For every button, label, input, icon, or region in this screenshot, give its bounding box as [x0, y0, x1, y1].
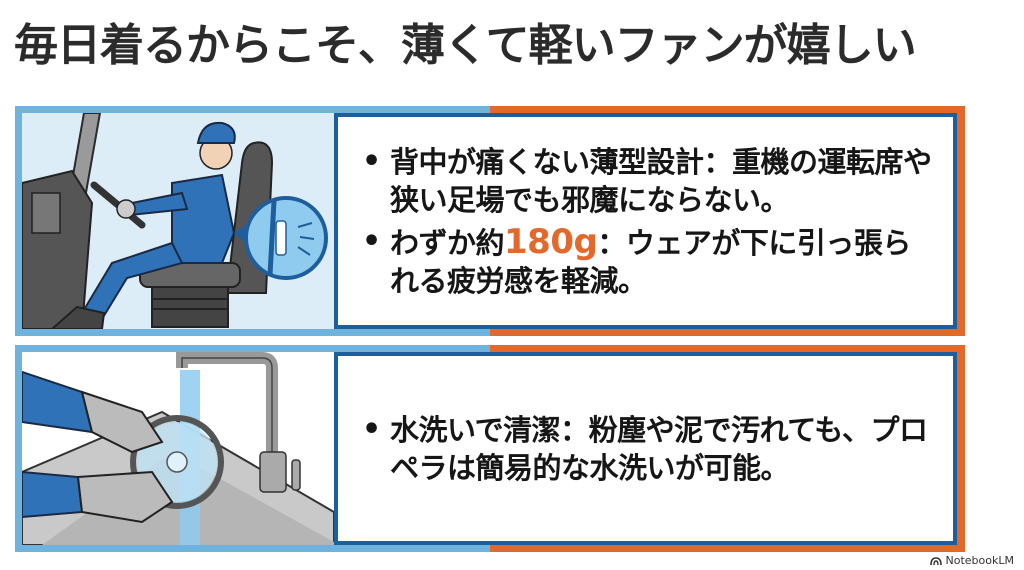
- brand-label: NotebookLM: [945, 554, 1014, 567]
- weight-highlight: 180g: [504, 221, 598, 262]
- bullet-text: 水洗いで清潔：粉塵や泥で汚れても、プロペラは簡易的な水洗いが可能。: [390, 412, 928, 485]
- faucet-washing-icon: [22, 352, 334, 545]
- bullet-prefix: わずか約: [390, 225, 505, 260]
- washing-propeller-illustration: [22, 352, 334, 545]
- bullet-suffix: ：ウェアが下に引っ張られる疲労感を軽減。: [390, 225, 911, 298]
- notebooklm-watermark: NotebookLM: [929, 554, 1014, 567]
- bullet-dot: •: [362, 411, 381, 447]
- feature-textbox-2: • 水洗いで清潔：粉塵や泥で汚れても、プロペラは簡易的な水洗いが可能。: [334, 352, 957, 545]
- bullet-light-weight: • わずか約180g：ウェアが下に引っ張られる疲労感を軽減。: [362, 223, 937, 300]
- worker-seat-illustration: [22, 113, 334, 329]
- feature-panel-thin-light: • 背中が痛くない薄型設計：重機の運転席や狭い足場でも邪魔にならない。 • わず…: [15, 106, 965, 336]
- bullet-washable: • 水洗いで清潔：粉塵や泥で汚れても、プロペラは簡易的な水洗いが可能。: [362, 411, 937, 487]
- slide-title: 毎日着るからこそ、薄くて軽いファンが嬉しい: [14, 20, 917, 71]
- notebooklm-logo-icon: [929, 556, 942, 565]
- operator-seat-icon: [22, 113, 328, 329]
- bullet-thin-design: • 背中が痛くない薄型設計：重機の運転席や狭い足場でも邪魔にならない。: [362, 143, 937, 219]
- feature-textbox-1: • 背中が痛くない薄型設計：重機の運転席や狭い足場でも邪魔にならない。 • わず…: [334, 113, 957, 329]
- bullet-dot: •: [362, 143, 381, 179]
- bullet-text: 背中が痛くない薄型設計：重機の運転席や狭い足場でも邪魔にならない。: [390, 144, 932, 217]
- feature-panel-washable: • 水洗いで清潔：粉塵や泥で汚れても、プロペラは簡易的な水洗いが可能。: [15, 345, 965, 552]
- bullet-dot: •: [362, 223, 381, 259]
- bullet-text: わずか約180g：ウェアが下に引っ張られる疲労感を軽減。: [390, 223, 937, 300]
